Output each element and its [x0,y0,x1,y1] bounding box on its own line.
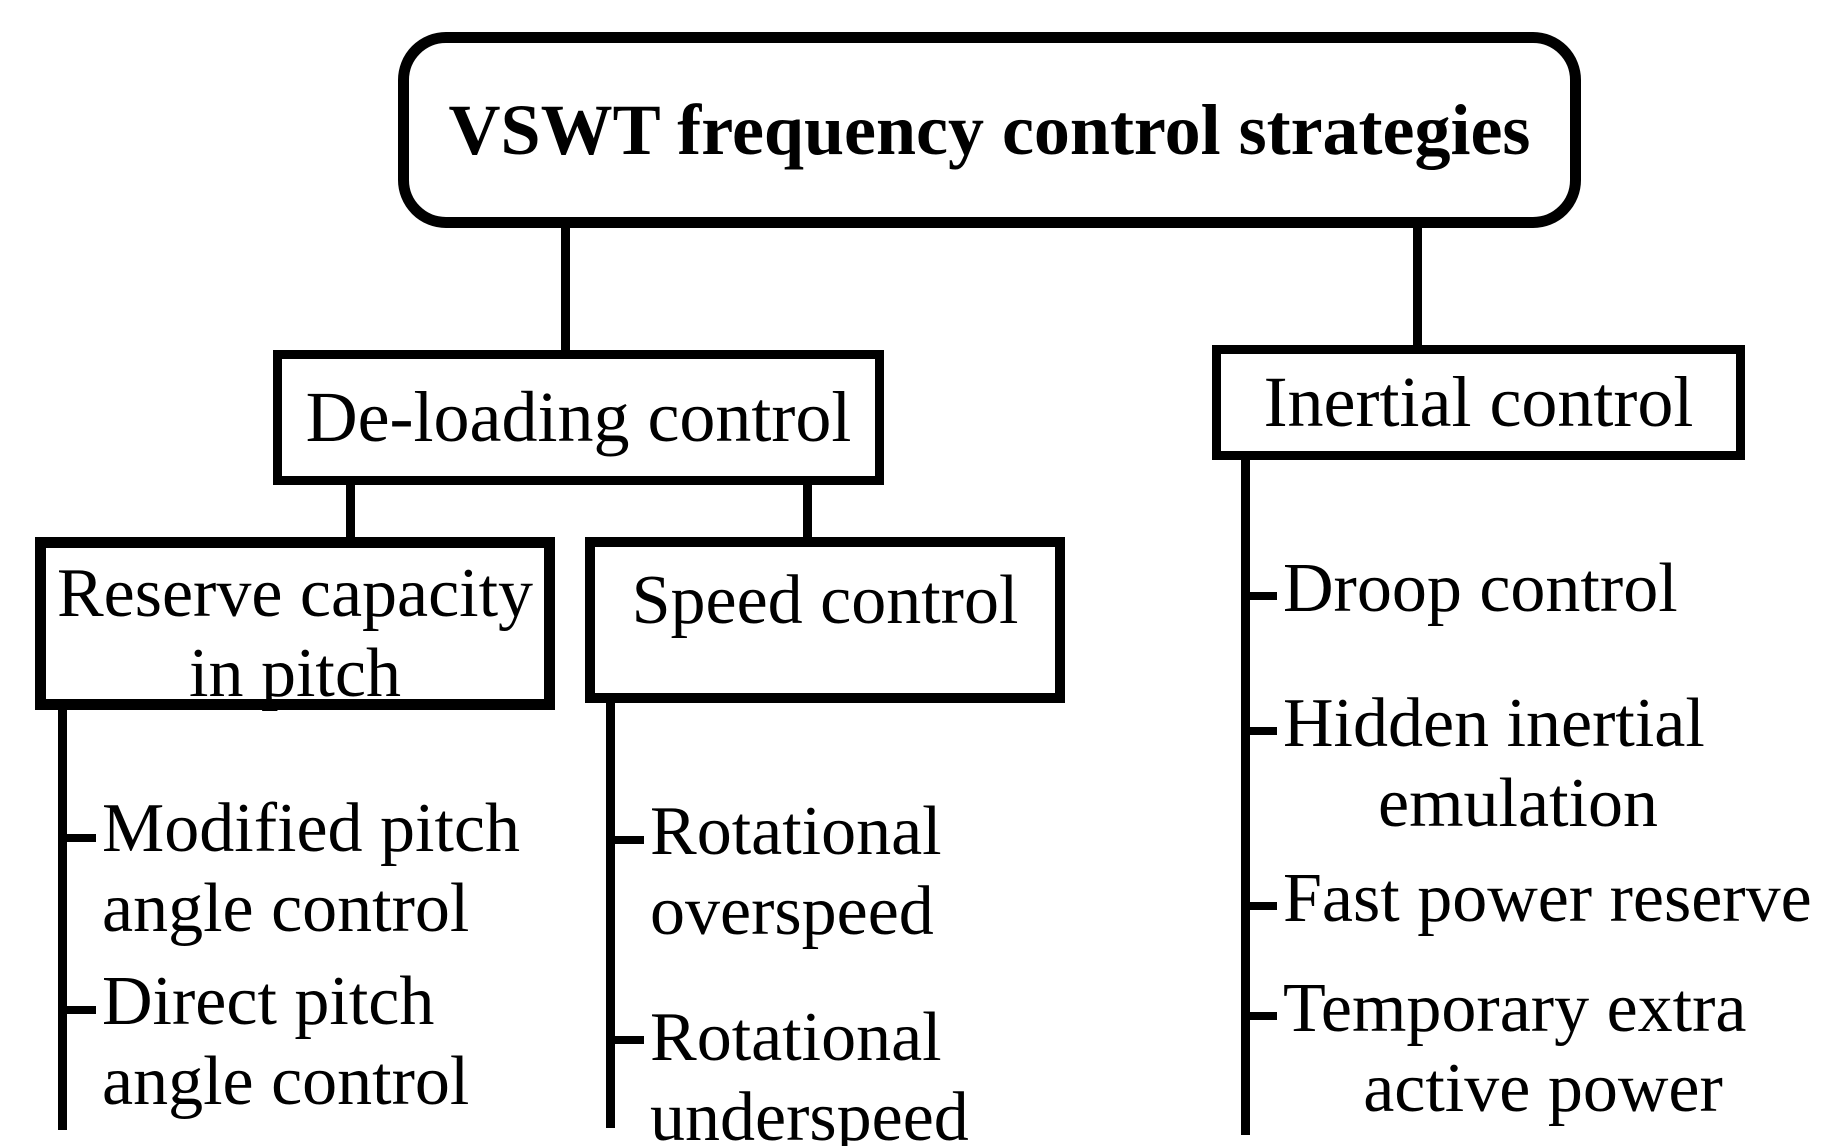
connector-deloading-reserve [346,480,355,540]
tick-droop-control [1245,592,1277,600]
leaf-temporary-extra-active-power: Temporary extra active power [1283,969,1803,1129]
leaf-rotational-underspeed: Rotational underspeed [650,998,969,1146]
tick-rotational-underspeed [610,1036,644,1044]
tick-hidden-inertial [1245,727,1277,735]
stem-inertial-children [1241,452,1250,1135]
speed-label: Speed control [631,562,1019,639]
connector-deloading-speed [803,480,812,540]
tick-direct-pitch [62,1006,96,1014]
leaf-line: Droop control [1283,550,1678,627]
leaf-line: Modified pitch [102,790,520,867]
stem-speed-children [606,698,615,1128]
node-deloading-control: De-loading control [273,350,884,485]
leaf-line: overspeed [650,873,934,950]
tick-rotational-overspeed [610,836,644,844]
leaf-line: Hidden inertial [1283,685,1705,762]
tick-temporary-extra [1245,1012,1277,1020]
leaf-line: Rotational [650,999,942,1076]
node-root: VSWT frequency control strategies [398,32,1581,228]
reserve-label-line2: in pitch [189,635,401,712]
leaf-direct-pitch-angle-control: Direct pitch angle control [102,962,469,1122]
leaf-fast-power-reserve: Fast power reserve [1283,859,1812,939]
connector-title-inertial [1413,222,1422,347]
leaf-line: Fast power reserve [1283,860,1812,937]
leaf-hidden-inertial-emulation: Hidden inertial emulation [1283,684,1753,844]
leaf-line: angle control [102,1043,470,1120]
leaf-line: underspeed [650,1079,969,1146]
inertial-label: Inertial control [1263,362,1694,442]
leaf-line: angle control [102,870,470,947]
leaf-line: Direct pitch [102,963,435,1040]
reserve-label-line1: Reserve capacity [56,555,534,632]
deloading-label: De-loading control [305,377,852,457]
connector-title-deloading [561,222,570,352]
reserve-label: Reserve capacity in pitch [46,554,544,714]
leaf-line: Temporary extra [1283,970,1747,1047]
leaf-droop-control: Droop control [1283,549,1678,629]
tick-modified-pitch [62,834,96,842]
node-inertial-control: Inertial control [1212,345,1745,460]
leaf-line: active power [1363,1050,1723,1127]
node-speed-control: Speed control [585,537,1065,703]
leaf-line: Rotational [650,793,942,870]
leaf-rotational-overspeed: Rotational overspeed [650,792,942,952]
root-label: VSWT frequency control strategies [448,89,1531,170]
stem-reserve-children [58,700,67,1130]
leaf-line: emulation [1378,765,1658,842]
node-reserve-capacity-in-pitch: Reserve capacity in pitch [35,537,555,712]
tick-fast-power-reserve [1245,902,1277,910]
leaf-modified-pitch-angle-control: Modified pitch angle control [102,789,520,949]
